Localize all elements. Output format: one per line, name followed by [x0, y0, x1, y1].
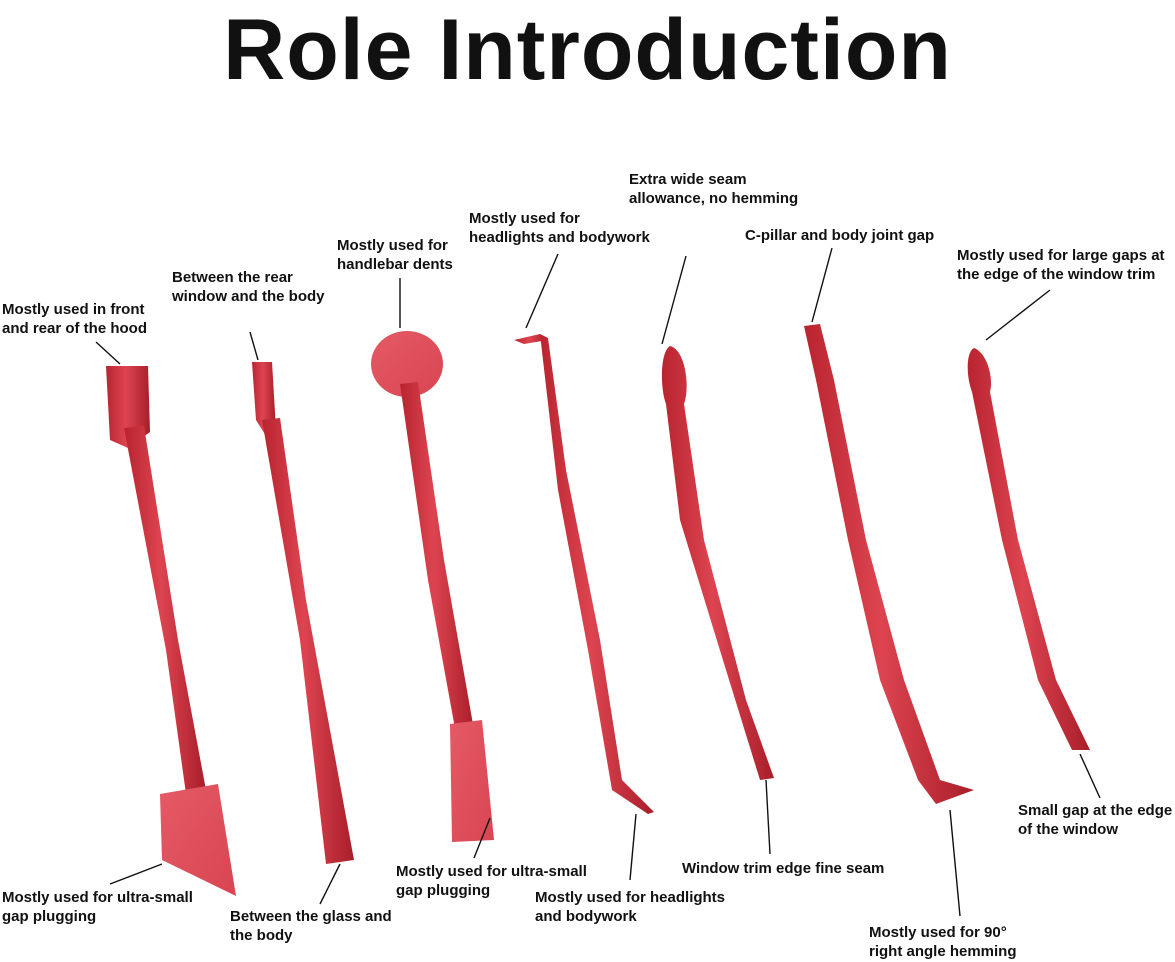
label-tool3-bottom: Mostly used for ultra-small gap plugging [396, 863, 587, 899]
tool-2-narrow-scraper [252, 362, 354, 864]
tool-5-pointed-tool [661, 346, 774, 780]
label-tool4-bottom: Mostly used for headlights and bodywork [535, 889, 726, 925]
label-tool6-bottom: Mostly used for 90° right angle hemming [869, 924, 1017, 960]
tool-1-wide-scraper [106, 366, 236, 896]
label-tool1-bottom: Mostly used for ultra-small gap plugging [2, 889, 193, 925]
label-tool7-top: Mostly used for large gaps at the edge o… [957, 247, 1165, 283]
page-title: Role Introduction [223, 2, 952, 98]
label-tool6-top: C-pillar and body joint gap [745, 227, 935, 244]
tool-7-slim-tool [967, 348, 1090, 750]
label-tool2-top: Between the rear window and the body [172, 269, 325, 305]
label-tool5-top: Extra wide seam allowance, no hemming [629, 171, 799, 207]
leader-lines [95, 247, 1101, 917]
label-tool5-bottom: Window trim edge fine seam [682, 860, 885, 877]
label-tool3-top: Mostly used for handlebar dents [337, 237, 453, 273]
label-tool2-bottom: Between the glass and the body [230, 908, 392, 944]
tool-3-round-paddle [371, 331, 494, 842]
label-tool4-top: Mostly used for headlights and bodywork [469, 210, 650, 246]
tool-4-hook-tool [514, 334, 654, 814]
tool-6-angled-tool [804, 324, 974, 804]
label-tool1-top: Mostly used in front and rear of the hoo… [2, 301, 148, 337]
label-tool7-bottom: Small gap at the edge of the window [1018, 802, 1173, 838]
